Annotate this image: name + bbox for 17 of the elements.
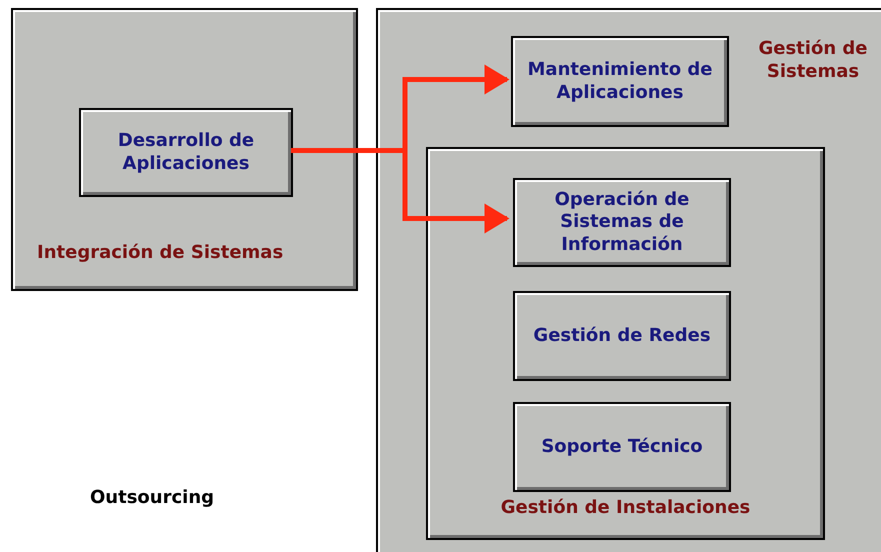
group-title: Integración de Sistemas [37,242,284,264]
group-panel [11,8,358,291]
group-title: Gestión de Instalaciones [500,497,752,520]
process-box [511,36,729,127]
group-panel [376,8,881,552]
box-label: Desarrollo de Aplicaciones [116,130,256,175]
box-label: Operación de Sistemas de Información [554,188,690,256]
box-label: Mantenimiento de Aplicaciones [526,59,714,104]
note-label: Outsourcing [90,487,214,508]
process-box [513,291,731,381]
process-box [513,178,731,267]
process-box [513,402,731,492]
process-box [79,108,293,197]
group-title: Gestión de Sistemas [757,38,868,83]
group-panel [426,147,825,540]
box-label: Gestión de Redes [533,324,711,348]
box-label: Soporte Técnico [541,436,703,458]
